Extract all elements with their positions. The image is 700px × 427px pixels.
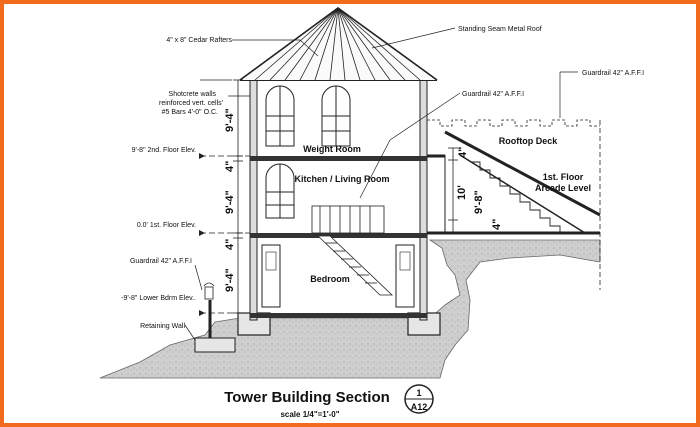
guardrail-right-callout: Guardrail 42" A.F.F.I: [582, 70, 644, 77]
door-left: [261, 244, 281, 308]
annotation-text: 4" x 8" Cedar Rafters Standing Seam Meta…: [121, 26, 644, 330]
rooftop-deck-label: Rooftop Deck: [499, 136, 558, 146]
dim-upper: 9'-4": [224, 108, 236, 132]
retaining-wall-callout: Retaining Wall: [140, 323, 185, 330]
window-upper-left: [265, 85, 295, 147]
drawing-title: Tower Building Section: [224, 389, 390, 406]
window-upper-right: [321, 85, 351, 147]
drawing-scale: scale 1/4"=1'-0": [280, 410, 339, 419]
walls-callout-line1: Shotcrete walls: [169, 91, 217, 98]
interior-stair: [311, 205, 394, 296]
weight-room-label: Weight Room: [303, 144, 361, 154]
dim-slab-2: 4": [224, 161, 236, 172]
arcade-label-line1: 1st. Floor: [543, 172, 584, 182]
guardrail-left-callout: Guardrail 42" A.F.F.I: [130, 258, 192, 265]
lower-floor-slab: [250, 313, 427, 318]
dimension-string-right: [448, 147, 458, 234]
dimension-string-left: [200, 79, 250, 318]
room-labels: Weight Room Kitchen / Living Room Bedroo…: [294, 136, 591, 284]
walls-callout-line2: reinforced vert. cells': [159, 100, 223, 107]
sheet-number: A12: [411, 402, 428, 412]
leader-lines: [184, 27, 578, 341]
tower-left-wall: [249, 79, 258, 321]
roof-callout: Standing Seam Metal Roof: [458, 26, 542, 33]
dim-lower: 9'-4": [224, 268, 236, 292]
dim-right-rail: 4": [457, 147, 469, 158]
door-right: [395, 244, 415, 308]
first-floor-slab: [250, 233, 427, 238]
elevation-markers: [199, 153, 205, 316]
rafters-callout: 4" x 8" Cedar Rafters: [166, 37, 232, 44]
dimension-text: 9'-4" 4" 9'-4" 4" 9'-4" 4" 10' 9'-8" 4": [224, 108, 503, 292]
lower-bedroom-elev: -9'-8" Lower Bdrm Elev..: [121, 295, 196, 302]
dim-right-98: 9'-8": [473, 190, 485, 214]
kitchen-label: Kitchen / Living Room: [294, 174, 389, 184]
dim-right-10: 10': [456, 185, 468, 200]
walls-callout-line3: #5 Bars 4'-0" O.C.: [162, 109, 218, 116]
dim-right-slab: 4": [491, 219, 503, 230]
guardrail-mid-callout: Guardrail 42" A.F.F.I: [462, 91, 524, 98]
arcade-label-line2: Arcade Level: [535, 183, 591, 193]
retaining-footing: [194, 337, 236, 353]
roof: [239, 7, 438, 81]
first-floor-elev: 0.0' 1st. Floor Elev.: [137, 222, 196, 229]
dim-slab-1: 4": [224, 239, 236, 250]
dim-mid: 9'-4": [224, 190, 236, 214]
window-mid-left: [265, 163, 295, 219]
second-floor-elev: 9'-8" 2nd. Floor Elev.: [132, 147, 196, 154]
bedroom-label: Bedroom: [310, 274, 350, 284]
second-floor-slab: [250, 156, 427, 161]
detail-number: 1: [416, 388, 421, 398]
guardrail-left-marker: [203, 282, 215, 300]
